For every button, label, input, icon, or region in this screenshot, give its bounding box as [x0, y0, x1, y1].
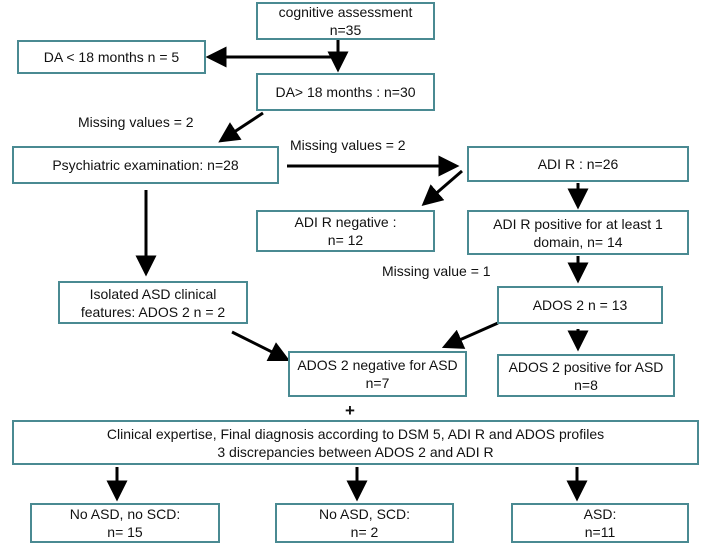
missing-values-left-label: Missing values = 2 [78, 114, 194, 130]
arrow-da-over-to-psychiatric [218, 111, 264, 143]
cognitive-assessment-box: cognitive assessment n=35 [256, 2, 435, 40]
final-diagnosis-label: Clinical expertise, Final diagnosis acco… [106, 425, 605, 442]
adir-negative-label: ADI R negative : [294, 214, 397, 230]
arrow-isolated-to-ados-negative [231, 330, 291, 362]
missing-values-middle-label: Missing values = 2 [290, 137, 406, 153]
no-asd-no-scd-label: No ASD, no SCD: [69, 506, 181, 522]
isolated-asd-count: features: ADOS 2 n = 2 [80, 303, 226, 320]
psychiatric-examination-box: Psychiatric examination: n=28 [12, 146, 279, 184]
ados-negative-count: n=7 [365, 375, 390, 391]
da-under-18-label: DA < 18 months n = 5 [43, 49, 180, 65]
final-diagnosis-discrepancies: 3 discrepancies between ADOS 2 and ADI R [217, 443, 494, 460]
asd-count: n=11 [584, 524, 616, 540]
no-asd-no-scd-box: No ASD, no SCD: n= 15 [30, 503, 220, 543]
adir-box: ADI R : n=26 [467, 146, 689, 182]
isolated-asd-box: Isolated ASD clinical features: ADOS 2 n… [58, 281, 248, 324]
ados-positive-label: ADOS 2 positive for ASD [508, 358, 664, 375]
isolated-asd-label: Isolated ASD clinical [89, 285, 217, 302]
adir-negative-box: ADI R negative : n= 12 [256, 210, 435, 252]
ados-label: ADOS 2 n = 13 [532, 297, 628, 313]
ados-negative-box: ADOS 2 negative for ASD n=7 [288, 351, 467, 397]
asd-label: ASD: [583, 506, 617, 522]
adir-positive-count: domain, n= 14 [533, 233, 623, 250]
ados-box: ADOS 2 n = 13 [497, 286, 663, 324]
da-over-18-label: DA> 18 months : n=30 [275, 84, 416, 100]
plus-sign: + [345, 401, 355, 420]
no-asd-scd-box: No ASD, SCD: n= 2 [275, 503, 454, 543]
ados-negative-label: ADOS 2 negative for ASD [297, 357, 458, 373]
da-under-18-box: DA < 18 months n = 5 [17, 40, 206, 74]
no-asd-no-scd-count: n= 15 [107, 524, 143, 540]
da-over-18-box: DA> 18 months : n=30 [256, 73, 435, 111]
adir-label: ADI R : n=26 [537, 156, 619, 172]
cognitive-assessment-count: n=35 [329, 22, 362, 38]
no-asd-scd-count: n= 2 [350, 524, 379, 540]
adir-positive-label: ADI R positive for at least 1 [493, 215, 663, 232]
asd-box: ASD: n=11 [511, 503, 689, 543]
adir-negative-count: n= 12 [327, 232, 364, 248]
ados-positive-box: ADOS 2 positive for ASD n=8 [497, 354, 675, 397]
arrow-adir-to-negative [421, 169, 463, 206]
missing-value-right-label: Missing value = 1 [382, 263, 491, 279]
adir-positive-box: ADI R positive for at least 1 domain, n=… [467, 210, 689, 255]
cognitive-assessment-label: cognitive assessment [278, 4, 413, 20]
no-asd-scd-label: No ASD, SCD: [318, 506, 411, 522]
arrow-ados-to-ados-negative [441, 321, 499, 349]
psychiatric-examination-label: Psychiatric examination: n=28 [52, 157, 239, 173]
ados-positive-count: n=8 [574, 376, 598, 393]
final-diagnosis-box: Clinical expertise, Final diagnosis acco… [12, 420, 699, 465]
